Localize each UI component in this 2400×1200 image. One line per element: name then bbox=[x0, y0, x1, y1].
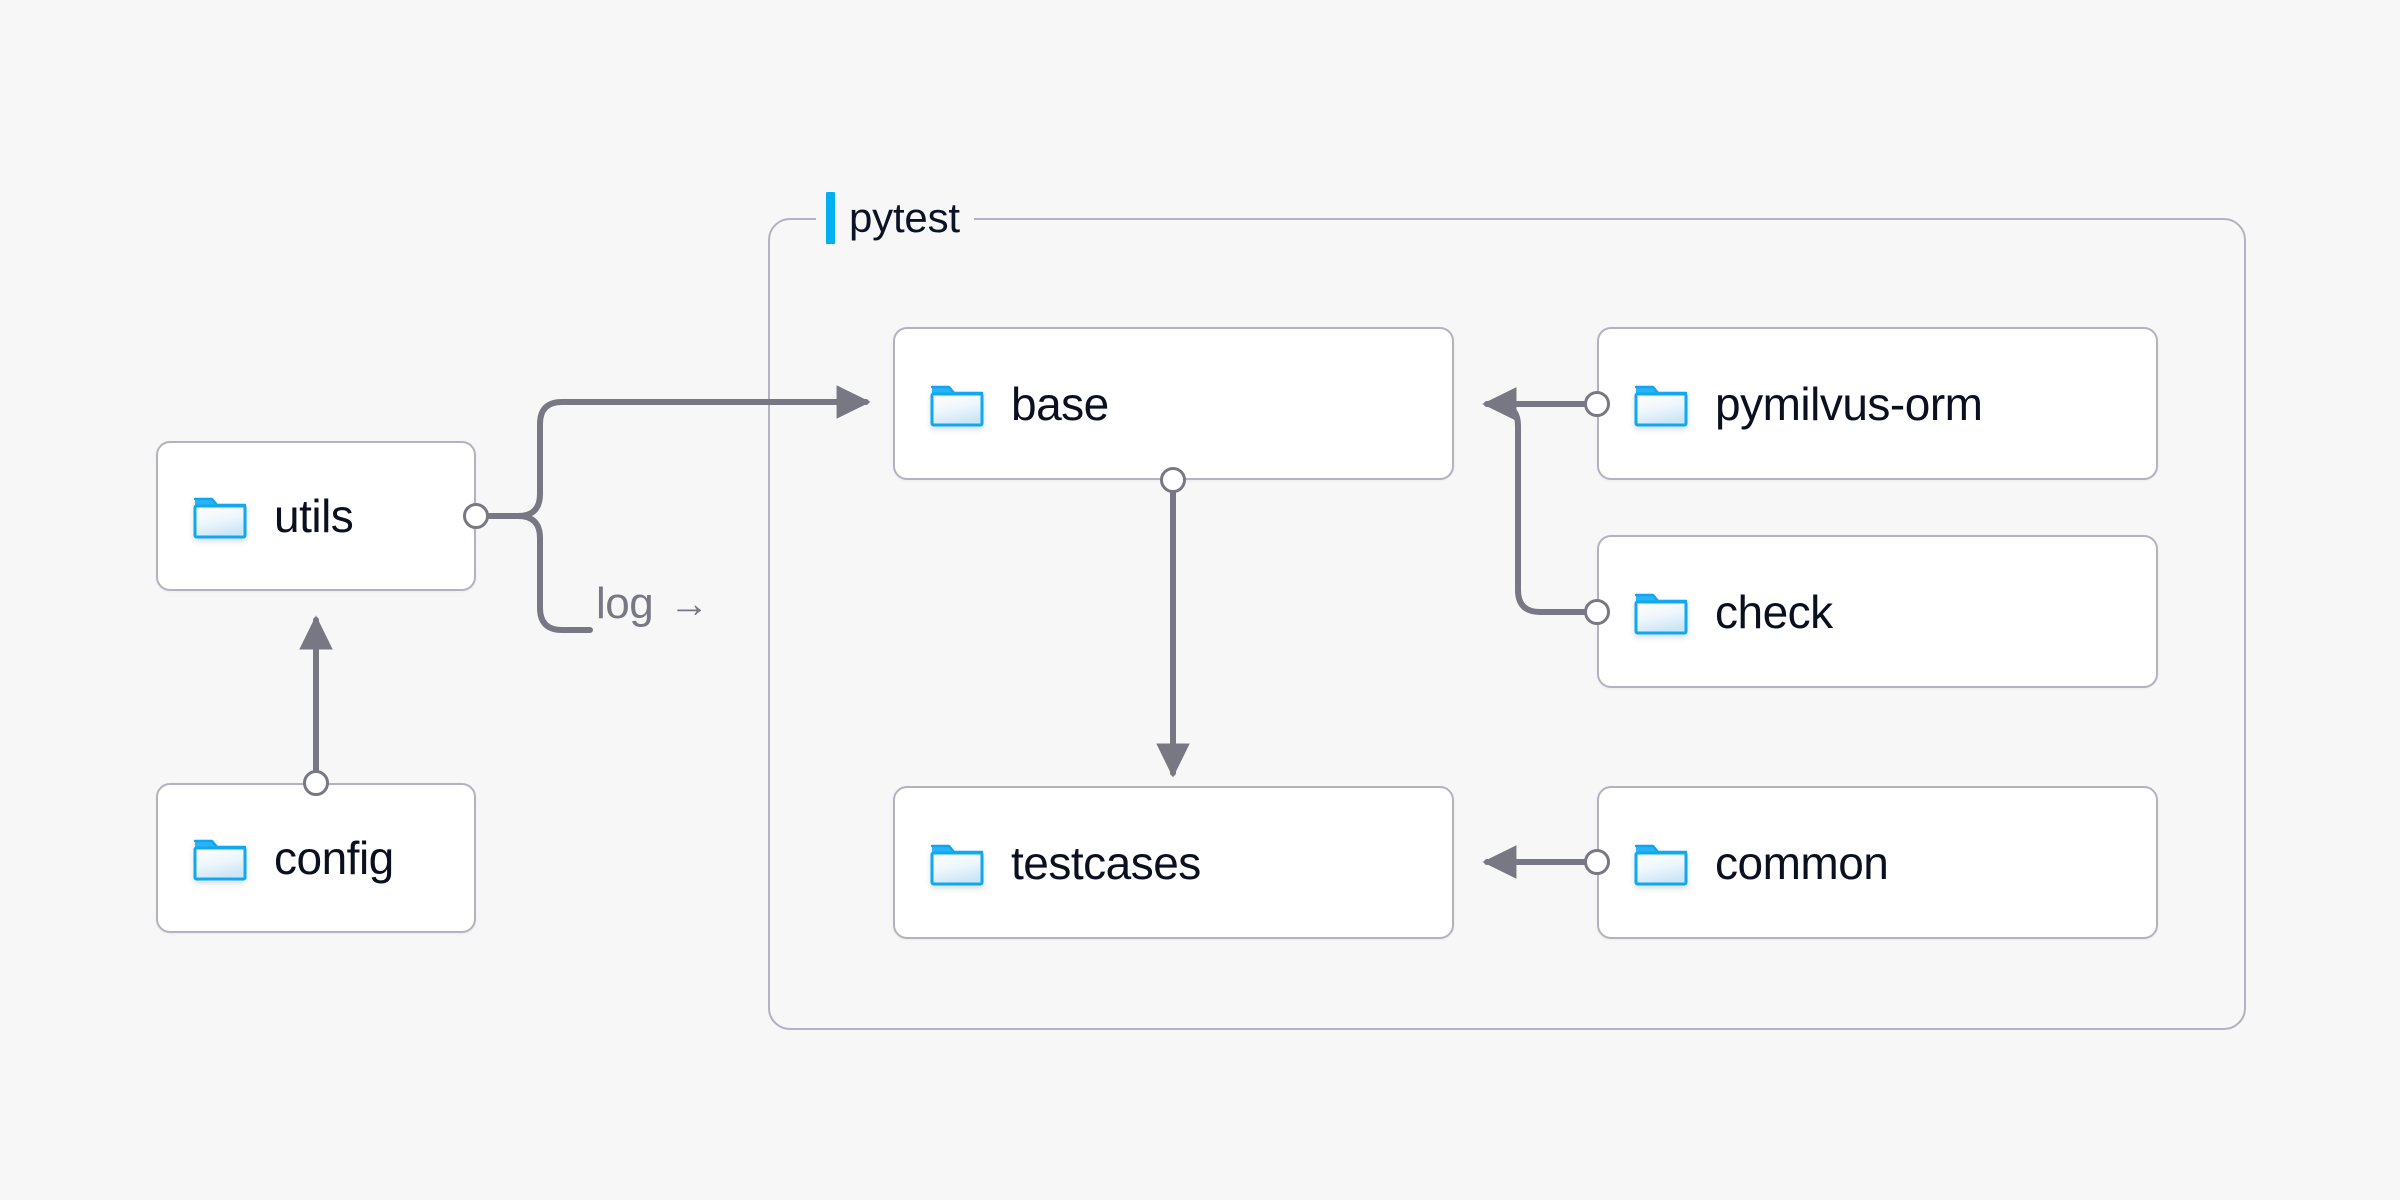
node-content: testcases bbox=[895, 839, 1201, 887]
node-label: check bbox=[1715, 585, 1833, 638]
node-check[interactable]: check bbox=[1597, 535, 2158, 688]
utils-right-handle[interactable] bbox=[463, 503, 489, 529]
node-base[interactable]: base bbox=[893, 327, 1454, 480]
arrow-right-icon: → bbox=[669, 582, 710, 626]
node-content: pymilvus-orm bbox=[1599, 377, 1983, 430]
node-content: config bbox=[158, 834, 394, 882]
node-label: testcases bbox=[1011, 836, 1201, 889]
folder-icon bbox=[1634, 593, 1688, 634]
node-label: utils bbox=[274, 490, 354, 542]
folder-icon bbox=[193, 497, 247, 539]
cyan-accent-bar bbox=[826, 192, 835, 244]
check-left-handle[interactable] bbox=[1584, 599, 1610, 625]
node-content: common bbox=[1599, 836, 1889, 889]
node-content: check bbox=[1599, 588, 1833, 636]
pymilvus-orm-left-handle[interactable] bbox=[1584, 391, 1610, 417]
node-label: common bbox=[1715, 836, 1889, 889]
group-title: pytest bbox=[849, 194, 960, 241]
edge-label-log-text: log bbox=[596, 579, 654, 628]
folder-icon bbox=[930, 385, 984, 426]
node-content: base bbox=[895, 380, 1109, 428]
node-label: base bbox=[1011, 377, 1109, 430]
node-config[interactable]: config bbox=[156, 783, 476, 933]
folder-icon bbox=[1634, 844, 1688, 885]
node-label: config bbox=[274, 832, 394, 884]
node-testcases[interactable]: testcases bbox=[893, 786, 1454, 939]
node-label: pymilvus-orm bbox=[1715, 377, 1983, 430]
group-pytest[interactable] bbox=[768, 218, 2246, 1030]
edge-label-log: log → bbox=[596, 582, 709, 626]
edge-utils-to-log bbox=[486, 513, 593, 633]
node-content: utils bbox=[158, 490, 354, 542]
config-top-handle[interactable] bbox=[303, 770, 329, 796]
node-common[interactable]: common bbox=[1597, 786, 2158, 939]
common-left-handle[interactable] bbox=[1584, 849, 1610, 875]
group-pytest-label: pytest bbox=[816, 189, 974, 247]
folder-icon bbox=[1634, 385, 1688, 426]
folder-icon bbox=[930, 844, 984, 885]
folder-icon bbox=[193, 839, 247, 881]
base-bottom-handle[interactable] bbox=[1160, 467, 1186, 493]
node-utils[interactable]: utils bbox=[156, 441, 476, 591]
node-pymilvus-orm[interactable]: pymilvus-orm bbox=[1597, 327, 2158, 480]
